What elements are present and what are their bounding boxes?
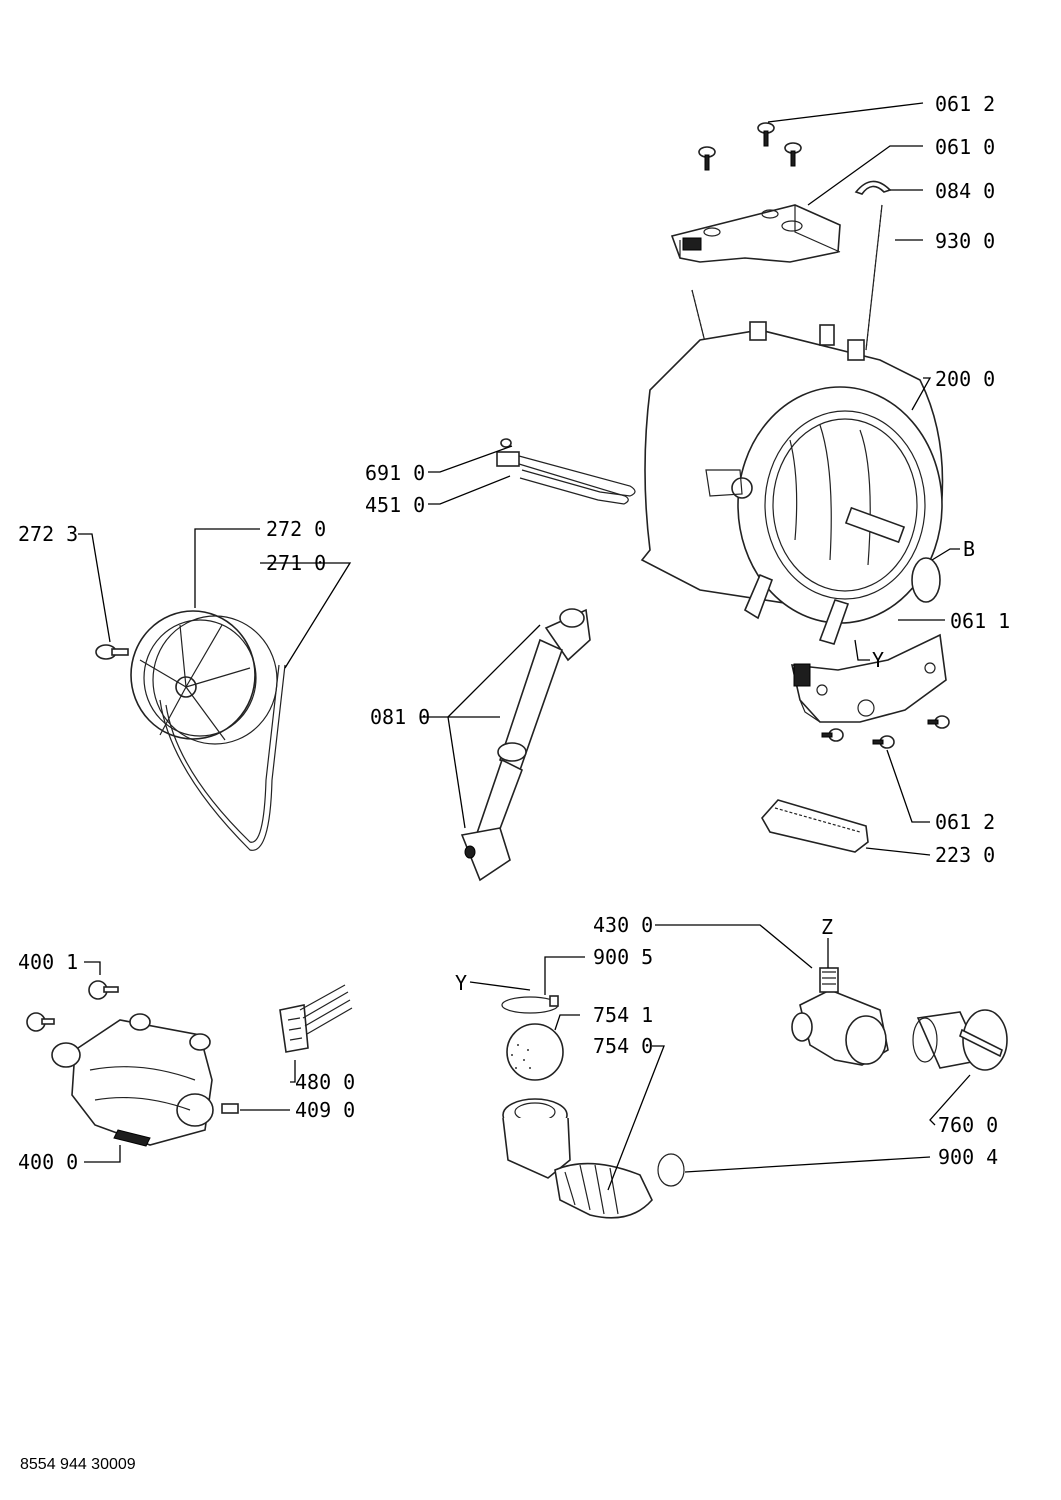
pulley <box>130 610 278 745</box>
callout-marker-y-sump: Y <box>455 971 467 995</box>
callout-tub: 200 0 <box>935 367 995 391</box>
callout-belt: 271 0 <box>266 551 326 575</box>
bracket-screws <box>821 715 950 749</box>
callout-clamp: 900 5 <box>593 945 653 969</box>
hose-clamp <box>657 1153 685 1187</box>
callout-sump-hose: 754 0 <box>593 1034 653 1058</box>
ball <box>506 1023 564 1081</box>
callout-ball: 754 1 <box>593 1003 653 1027</box>
callout-marker-y-tub: Y <box>872 648 884 672</box>
callout-motor: 400 0 <box>18 1150 78 1174</box>
sensor <box>500 438 512 448</box>
callout-pulley: 272 0 <box>266 517 326 541</box>
wire-connector <box>279 984 353 1053</box>
tub <box>640 321 944 645</box>
callout-bracket: 061 1 <box>950 609 1010 633</box>
callout-clip: 084 0 <box>935 179 995 203</box>
callout-brush: 409 0 <box>295 1098 355 1122</box>
callout-spring: 930 0 <box>935 229 995 253</box>
callout-hose-clamp: 900 4 <box>938 1145 998 1169</box>
belt <box>159 664 286 851</box>
callout-screw-bottom: 061 2 <box>935 810 995 834</box>
callout-cover-plate: 061 0 <box>935 135 995 159</box>
motor-screw <box>88 980 119 1000</box>
heater <box>496 451 636 505</box>
callout-filter: 760 0 <box>938 1113 998 1137</box>
callout-pulley-screw: 272 3 <box>18 522 78 546</box>
filter <box>912 1009 1008 1071</box>
damper <box>460 608 591 882</box>
callout-marker-b: B <box>963 537 975 561</box>
leader-lines <box>78 102 971 1191</box>
clip <box>854 180 892 195</box>
paddle <box>761 799 869 853</box>
callout-wire-connector: 480 0 <box>295 1070 355 1094</box>
cover-plate <box>670 204 841 263</box>
top-screws <box>698 122 802 171</box>
brush <box>221 1103 239 1114</box>
sump-hose <box>502 1098 653 1219</box>
pump <box>791 967 889 1066</box>
callout-motor-screw: 400 1 <box>18 950 78 974</box>
clamp <box>501 995 559 1014</box>
callout-heater: 451 0 <box>365 493 425 517</box>
document-code: 8554 944 30009 <box>20 1456 136 1473</box>
callout-screw-top: 061 2 <box>935 92 995 116</box>
callout-marker-z: Z <box>821 915 833 939</box>
motor <box>26 1012 214 1147</box>
callout-damper: 081 0 <box>370 705 430 729</box>
callout-labels: 061 2 061 0 084 0 930 0 200 0 691 0 451 … <box>18 92 1010 1174</box>
callout-paddle: 223 0 <box>935 843 995 867</box>
callout-pump: 430 0 <box>593 913 653 937</box>
bracket <box>790 633 947 723</box>
callout-sensor: 691 0 <box>365 461 425 485</box>
pulley-screw <box>95 644 129 660</box>
